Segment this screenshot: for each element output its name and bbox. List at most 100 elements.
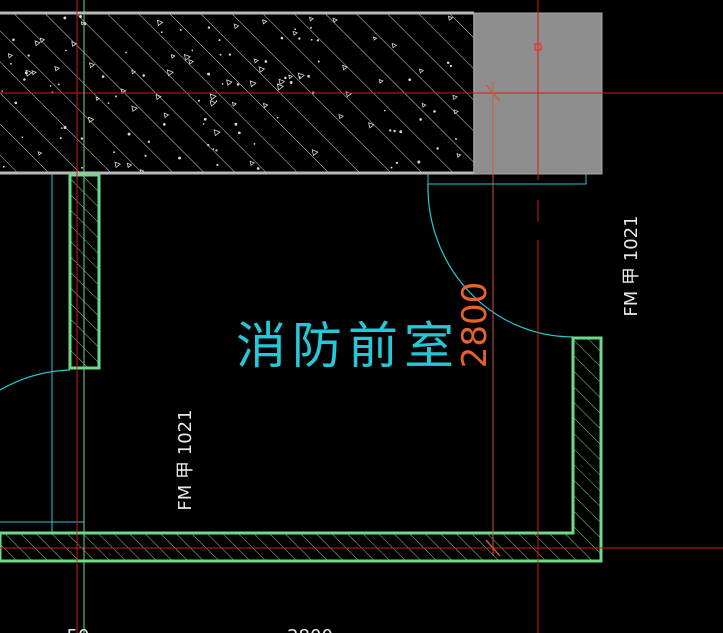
- aggregate-dot: [433, 110, 436, 113]
- aggregate-triangle: [249, 160, 256, 166]
- door-swing-arc-right: [427, 183, 574, 338]
- aggregate-triangle: [31, 70, 37, 76]
- aggregate-dot: [27, 54, 30, 57]
- aggregate-triangle: [155, 93, 162, 101]
- wall-segment-right-bottom[interactable]: [0, 336, 603, 563]
- aggregate-triangle: [249, 80, 257, 88]
- aggregate-dot: [236, 83, 240, 86]
- square-snap-icon[interactable]: [534, 43, 542, 51]
- aggregate-dot: [284, 76, 287, 80]
- aggregate-dot: [256, 167, 260, 170]
- aggregate-dot: [21, 136, 24, 139]
- aggregate-dot: [419, 118, 422, 121]
- aggregate-triangle: [253, 58, 259, 64]
- aggregate-dot: [12, 38, 15, 42]
- aggregate-dot: [63, 16, 67, 20]
- aggregate-dot: [2, 165, 5, 168]
- concrete-aggregate-speckles: [1, 14, 462, 173]
- aggregate-dot: [216, 163, 219, 167]
- dimension-value-2800[interactable]: 2800: [455, 282, 495, 369]
- aggregate-triangle: [226, 79, 233, 86]
- aggregate-triangle: [262, 19, 268, 25]
- aggregate-dot: [160, 31, 163, 34]
- aggregate-dot: [408, 78, 412, 82]
- aggregate-dot: [207, 72, 211, 76]
- aggregate-triangle: [39, 37, 46, 43]
- aggregate-dot: [455, 138, 457, 140]
- aggregate-dot: [390, 166, 393, 169]
- aggregate-triangle: [209, 93, 217, 101]
- aggregate-dot: [221, 82, 224, 85]
- aggregate-triangle: [452, 94, 458, 101]
- aggregate-triangle: [131, 69, 137, 75]
- aggregate-triangle: [71, 41, 78, 47]
- aggregate-triangle: [34, 40, 41, 47]
- aggregate-dot: [389, 129, 392, 132]
- aggregate-triangle: [231, 101, 238, 107]
- bottom-dimension-left: 50: [67, 626, 90, 633]
- aggregate-triangle: [95, 96, 100, 102]
- door-swing-arc-left: [0, 369, 71, 391]
- dimension-tick-top: [485, 84, 501, 102]
- aggregate-dot: [65, 49, 67, 52]
- aggregate-triangle: [25, 69, 33, 77]
- aggregate-dot: [113, 151, 116, 154]
- aggregate-triangle: [156, 19, 164, 27]
- aggregate-dot: [298, 76, 301, 78]
- aggregate-dot: [212, 148, 215, 150]
- aggregate-dot: [276, 116, 279, 119]
- aggregate-triangle: [213, 129, 221, 137]
- aggregate-dot: [307, 74, 310, 78]
- aggregate-dot: [81, 166, 84, 169]
- aggregate-triangle: [126, 162, 133, 169]
- aggregate-triangle: [183, 53, 192, 61]
- aggregate-dot: [316, 39, 319, 42]
- aggregate-dot: [207, 144, 210, 147]
- aggregate-dot: [393, 129, 396, 133]
- aggregate-triangle: [309, 16, 314, 22]
- aggregate-triangle: [7, 53, 14, 59]
- aggregate-triangle: [297, 72, 305, 80]
- aggregate-dot: [207, 26, 211, 29]
- aggregate-dot: [228, 53, 232, 56]
- aggregate-triangle: [378, 78, 384, 84]
- aggregate-dot: [23, 78, 26, 81]
- aggregate-dot: [310, 38, 313, 41]
- aggregate-triangle: [368, 122, 375, 129]
- aggregate-triangle: [258, 66, 266, 73]
- aggregate-triangle: [311, 149, 319, 157]
- aggregate-dot: [14, 101, 18, 105]
- aggregate-dot: [178, 156, 182, 160]
- door-label-right[interactable]: FM 甲 1021: [621, 215, 642, 316]
- aggregate-triangle: [114, 161, 122, 168]
- room-label[interactable]: 消防前室: [236, 317, 460, 375]
- aggregate-dot: [289, 81, 293, 84]
- aggregate-dot: [80, 137, 84, 140]
- door-label-left[interactable]: FM 甲 1021: [175, 409, 196, 510]
- aggregate-dot: [101, 75, 105, 78]
- aggregate-dot: [191, 49, 194, 52]
- aggregate-dot: [449, 64, 453, 68]
- aggregate-dot: [60, 127, 63, 130]
- aggregate-dot: [202, 123, 205, 125]
- aggregate-dot: [162, 123, 166, 126]
- aggregate-dot: [63, 126, 67, 129]
- aggregate-triangle: [276, 83, 285, 91]
- aggregate-triangle: [421, 102, 427, 108]
- aggregate-dot: [198, 99, 201, 102]
- aggregate-triangle: [373, 36, 378, 41]
- cyan-reference-lines: [0, 174, 587, 534]
- bottom-dimension-center: 2800: [287, 626, 333, 633]
- aggregate-dot: [234, 122, 238, 126]
- aggregate-dot: [203, 117, 207, 121]
- aggregate-dot: [395, 161, 399, 165]
- aggregate-dot: [294, 28, 297, 31]
- aggregate-dot: [10, 62, 12, 65]
- aggregate-triangle: [87, 116, 95, 124]
- aggregate-dot: [264, 60, 268, 63]
- aggregate-triangle: [418, 68, 425, 74]
- aggregate-dot: [417, 160, 421, 164]
- aggregate-dot: [383, 109, 386, 112]
